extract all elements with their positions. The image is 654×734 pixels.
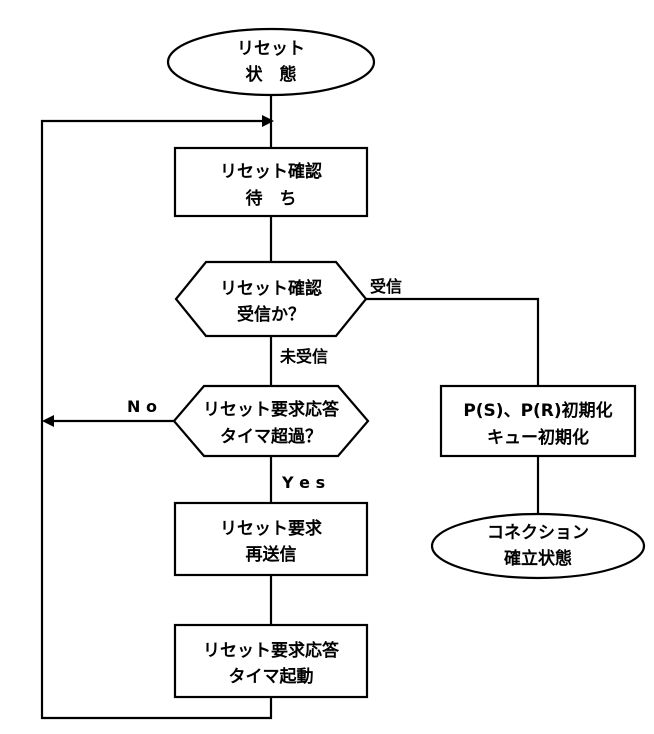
arrowhead-no-branch: [42, 415, 54, 427]
edge-label-not-received: 未受信: [279, 347, 328, 366]
received-decision: リセット確認 受信か？: [174, 260, 368, 338]
start-label-line1: リセット: [237, 39, 305, 59]
timeout-decision-line1: リセット要求応答: [203, 399, 340, 420]
received-decision-line2: 受信か？: [237, 304, 305, 325]
edge-received-branch: [366, 297, 540, 386]
wait-confirm-process: リセット確認 待 ち: [173, 146, 369, 218]
init-label-line1: P(S)、P(R)初期化: [463, 400, 612, 421]
timeout-decision: リセット要求応答 タイマ超過？: [172, 384, 370, 458]
arrowhead-loop-back: [262, 115, 274, 127]
start-timer-label-line1: リセット要求応答: [203, 640, 340, 661]
established-label-line2: 確立状態: [504, 548, 572, 569]
start-terminal: リセット 状 態: [166, 27, 376, 97]
edge-label-received: 受信: [370, 277, 402, 296]
resend-process: リセット要求 再送信: [173, 501, 369, 577]
received-decision-line1: リセット確認: [220, 278, 322, 299]
edge-label-no: N o: [127, 397, 157, 416]
start-timer-label-line2: タイマ起動: [229, 666, 314, 687]
timeout-decision-line2: タイマ超過？: [220, 426, 322, 447]
start-timer-process: リセット要求応答 タイマ起動: [173, 623, 369, 699]
resend-label-line2: 再送信: [246, 544, 297, 565]
connectors: [40, 95, 540, 720]
edge-timer-loop-back: [40, 119, 273, 720]
established-label-line1: コネクション: [487, 523, 589, 543]
wait-confirm-label-line2: 待 ち: [246, 188, 297, 209]
init-process: P(S)、P(R)初期化 キュー初期化: [439, 384, 637, 458]
wait-confirm-label-line1: リセット確認: [220, 161, 322, 182]
resend-label-line1: リセット要求: [220, 518, 322, 539]
established-terminal: コネクション 確立状態: [430, 512, 646, 580]
edge-label-yes: Y e s: [281, 473, 325, 492]
init-label-line2: キュー初期化: [487, 427, 589, 448]
start-label-line2: 状 態: [246, 64, 297, 85]
